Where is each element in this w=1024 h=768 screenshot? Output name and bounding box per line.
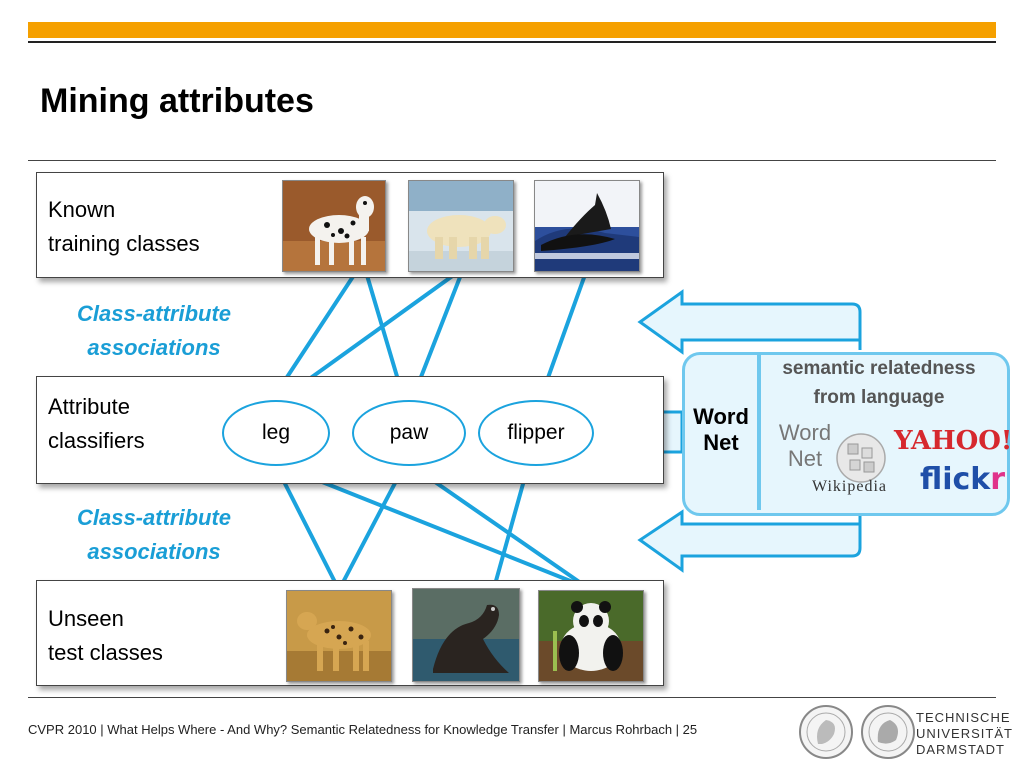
link-leg-panda [280,464,590,590]
yahoo-logo: YAHOO! [894,426,1013,456]
flickr-logo: flickr [920,462,1006,497]
arrow-to-associations-top [637,289,862,355]
top-accent-bar [28,22,996,38]
panel-divider [757,355,761,510]
wordnet-label: Word Net [693,404,749,455]
attribute-node-leg: leg [222,400,330,466]
link-flipper-seal [492,464,530,590]
whale-image [534,180,640,272]
footer-text: CVPR 2010 | What Helps Where - And Why? … [28,722,698,737]
sea-lion-image [412,588,520,682]
page-title: Mining attributes [40,82,314,120]
knowledge-sources-panel [682,352,1010,516]
arrow-to-associations-bottom [637,509,862,573]
associations-label-bottom: Class-attribute associations [76,505,232,564]
link-leg-leopard [274,464,340,590]
university-name: TECHNISCHE UNIVERSITÄT DARMSTADT [916,710,1013,757]
polar-bear-image [408,180,514,272]
semantic-relatedness-label: semantic relatedness from language [782,358,976,408]
associations-label-top: Class-attribute associations [76,301,232,360]
panda-image [538,590,644,682]
footer-rule [28,697,996,698]
wordnet-source-label: Word Net [778,420,832,471]
attribute-node-paw: paw [352,400,466,466]
attribute-node-flipper: flipper [478,400,594,466]
link-paw-leopard [338,464,406,590]
known-classes-label: Known training classes [48,197,200,256]
unseen-classes-label: Unseen test classes [48,606,163,665]
tu-darmstadt-seal-icon [861,705,915,759]
leopard-image [286,590,392,682]
attribute-classifiers-label: Attribute classifiers [48,394,145,453]
link-paw-panda [410,464,590,590]
university-seal-icon [799,705,853,759]
title-rule [28,160,996,161]
dalmatian-image [282,180,386,272]
wikipedia-logo: Wikipedia [812,478,887,495]
wikipedia-globe-icon [836,433,886,483]
top-rule [28,41,996,43]
